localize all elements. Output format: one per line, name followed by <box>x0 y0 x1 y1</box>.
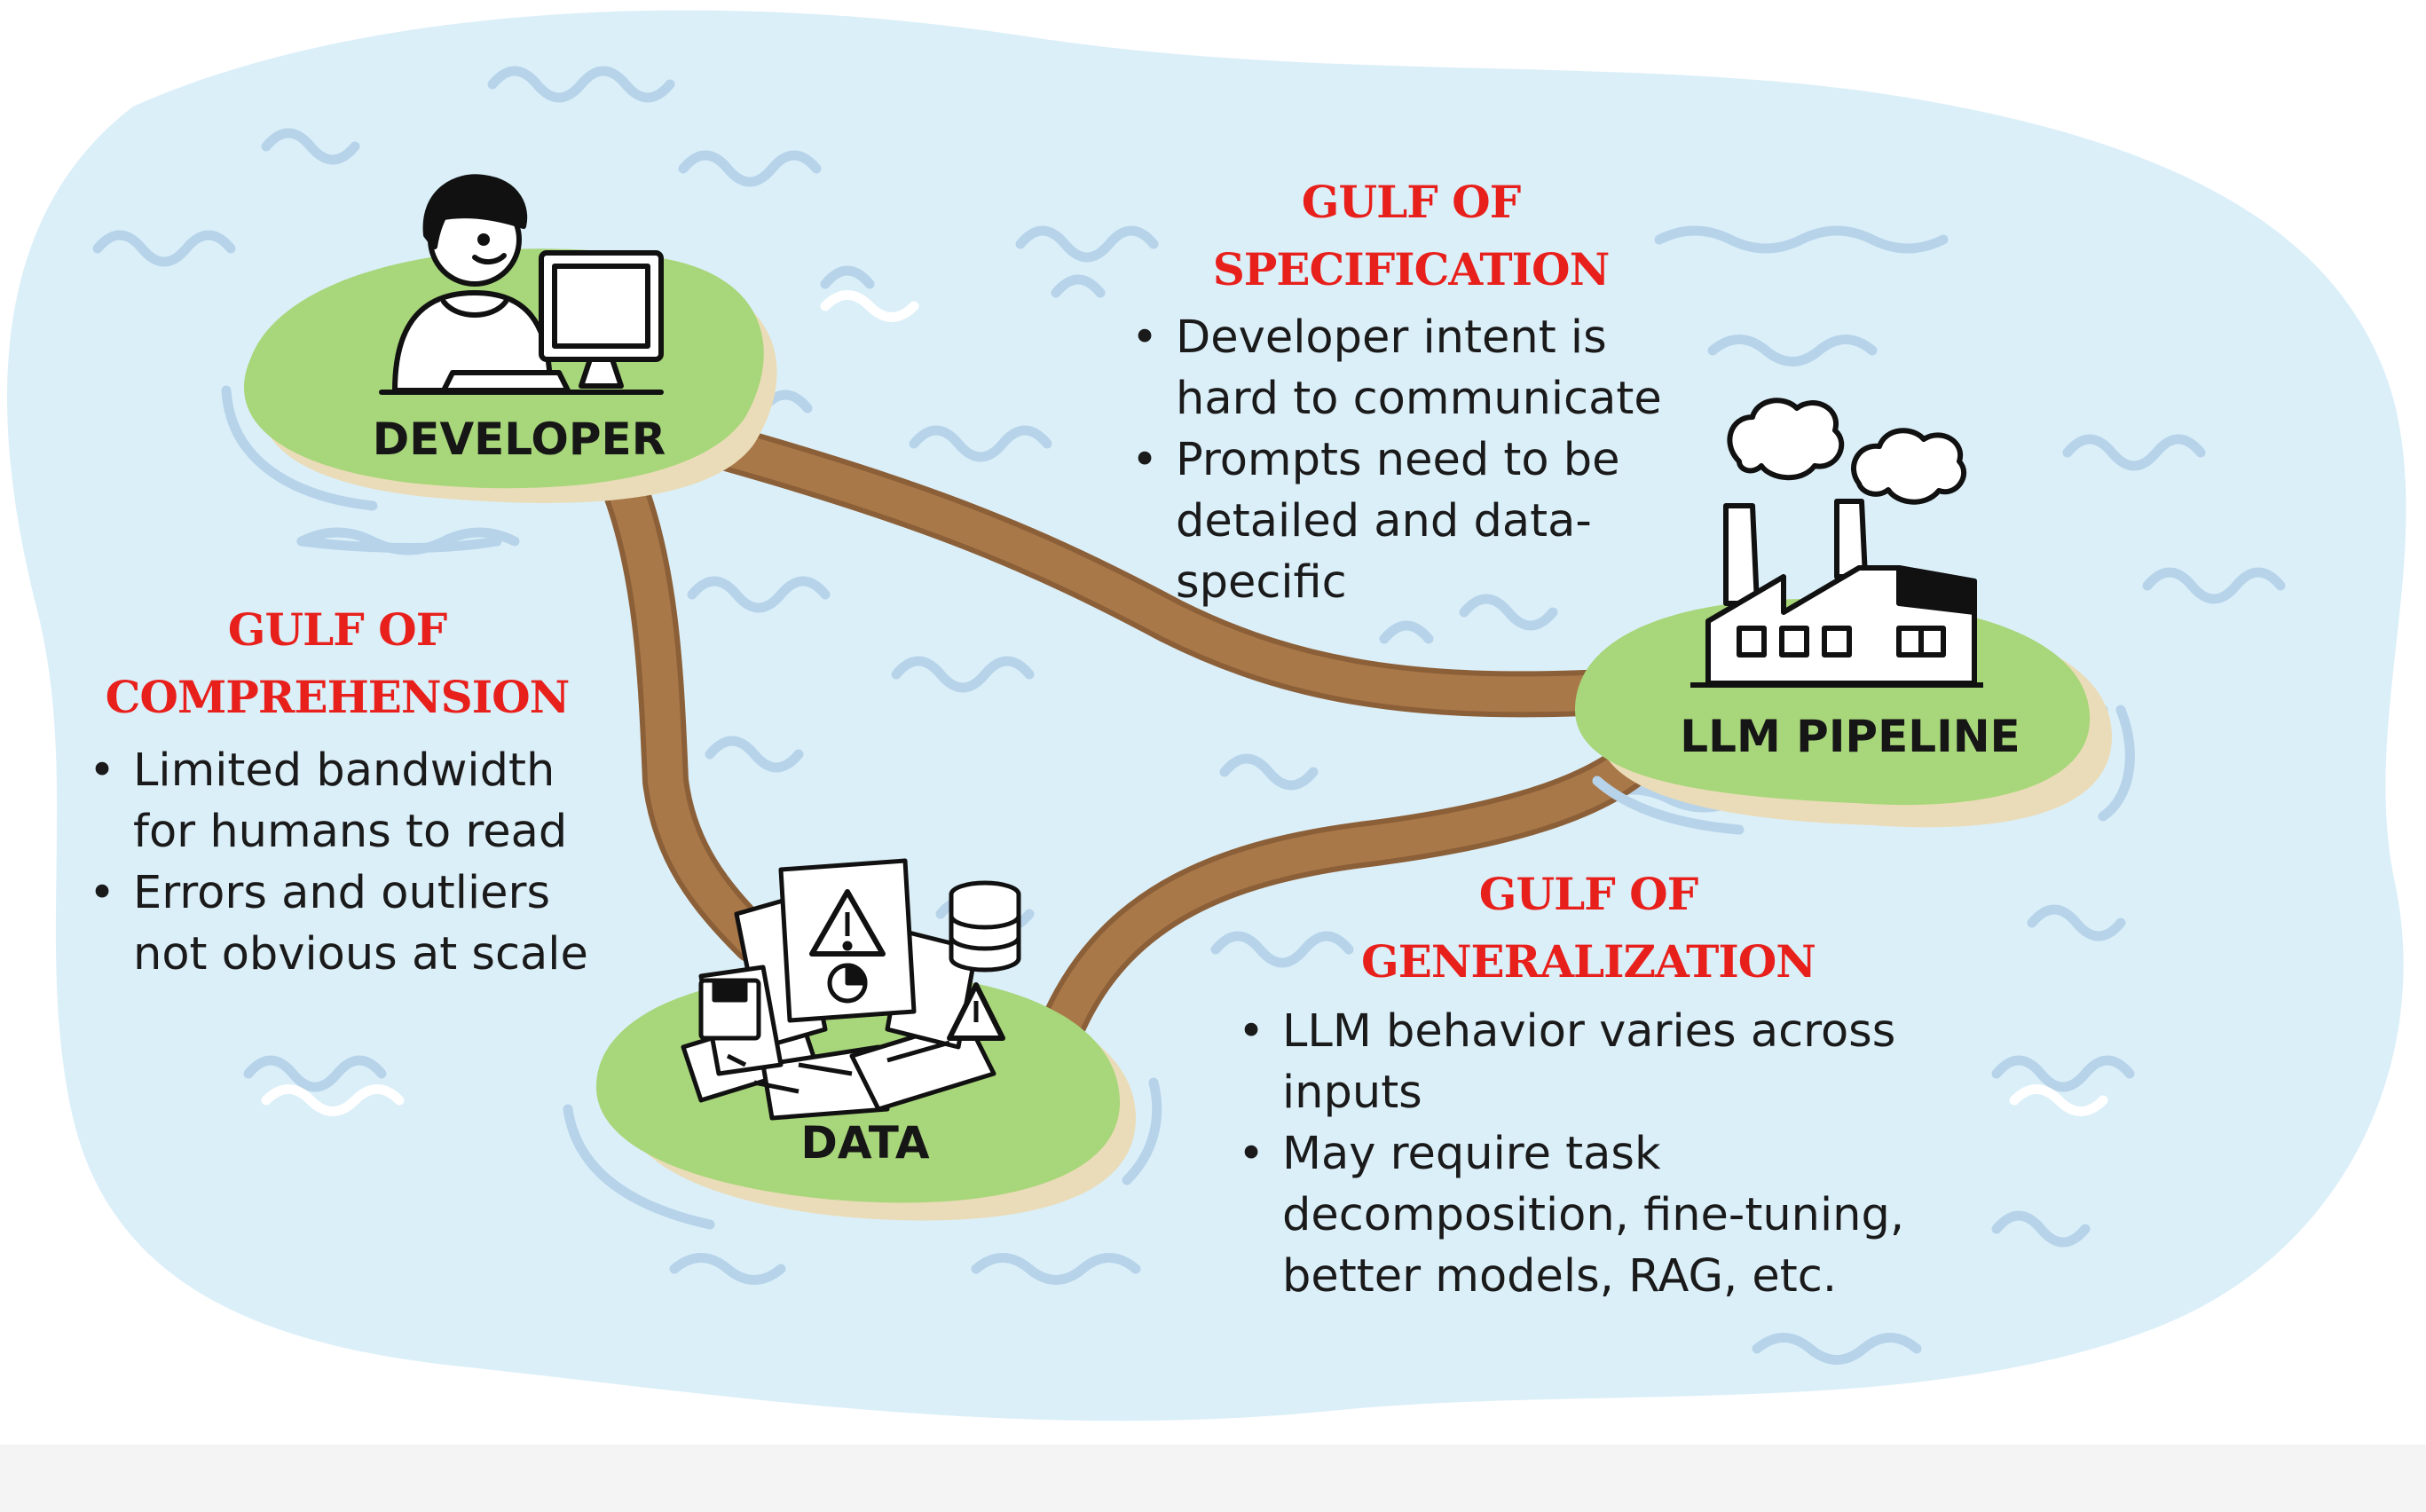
list-item: LLM behavior varies across inputs <box>1238 1001 1904 1123</box>
gulf-specification-title-line: SPECIFICATION <box>1212 243 1611 295</box>
list-item: May require task decomposition, fine-tun… <box>1238 1123 1905 1307</box>
gulf-generalization-title-line: GENERALIZATION <box>1361 935 1816 988</box>
list-item: Limited bandwidth for humans to read <box>89 740 588 862</box>
bullet-line: better models, RAG, etc. <box>1282 1250 1838 1303</box>
gulf-generalization-title-line: GULF OF <box>1478 868 1698 920</box>
bullet-line: for humans to read <box>133 806 568 858</box>
bullet-line: Errors and outliers <box>133 867 551 919</box>
gulf-generalization-points: LLM behavior varies across inputs May re… <box>1238 1001 1904 1307</box>
list-item: Prompts need to be detailed and data- sp… <box>1131 429 1662 613</box>
bullet-line: detailed and data- <box>1176 495 1592 547</box>
person-at-computer-icon <box>379 174 664 395</box>
gulf-comprehension-title-line: COMPREHENSION <box>105 671 571 723</box>
bullet-line: Prompts need to be <box>1176 434 1620 486</box>
bullet-line: inputs <box>1282 1067 1422 1119</box>
llm-pipeline-label: LLM PIPELINE <box>1680 711 2020 762</box>
list-item: Developer intent is hard to communicate <box>1131 307 1662 429</box>
bullet-line: May require task <box>1282 1128 1661 1180</box>
bullet-line: Limited bandwidth <box>133 744 555 797</box>
gulf-generalization-title: GULF OF GENERALIZATION <box>1313 861 1863 996</box>
connecting-roads <box>598 425 1656 1043</box>
gulf-comprehension-title-line: GULF OF <box>227 603 447 656</box>
bullet-line: LLM behavior varies across <box>1282 1005 1896 1058</box>
gulf-specification-points: Developer intent is hard to communicate … <box>1131 307 1662 613</box>
data-label: DATA <box>800 1117 930 1169</box>
list-item: Errors and outliers not obvious at scale <box>89 862 588 985</box>
bottom-bar <box>0 1445 2426 1512</box>
bullet-line: not obvious at scale <box>133 928 588 980</box>
developer-label: DEVELOPER <box>373 413 666 465</box>
gulf-specification-title-line: GULF OF <box>1301 176 1521 228</box>
bullet-line: specific <box>1176 556 1347 609</box>
gulf-comprehension-title: GULF OF COMPREHENSION <box>71 596 603 731</box>
document-pile-icon <box>681 858 1021 1121</box>
gulf-comprehension-points: Limited bandwidth for humans to read Err… <box>89 740 588 985</box>
factory-icon <box>1690 398 1983 688</box>
gulf-specification-title: GULF OF SPECIFICATION <box>1145 169 1677 303</box>
bullet-line: decomposition, fine-tuning, <box>1282 1189 1905 1241</box>
bullet-line: hard to communicate <box>1176 373 1662 425</box>
bullet-line: Developer intent is <box>1176 311 1607 364</box>
white-wave-highlights <box>261 290 2108 1116</box>
